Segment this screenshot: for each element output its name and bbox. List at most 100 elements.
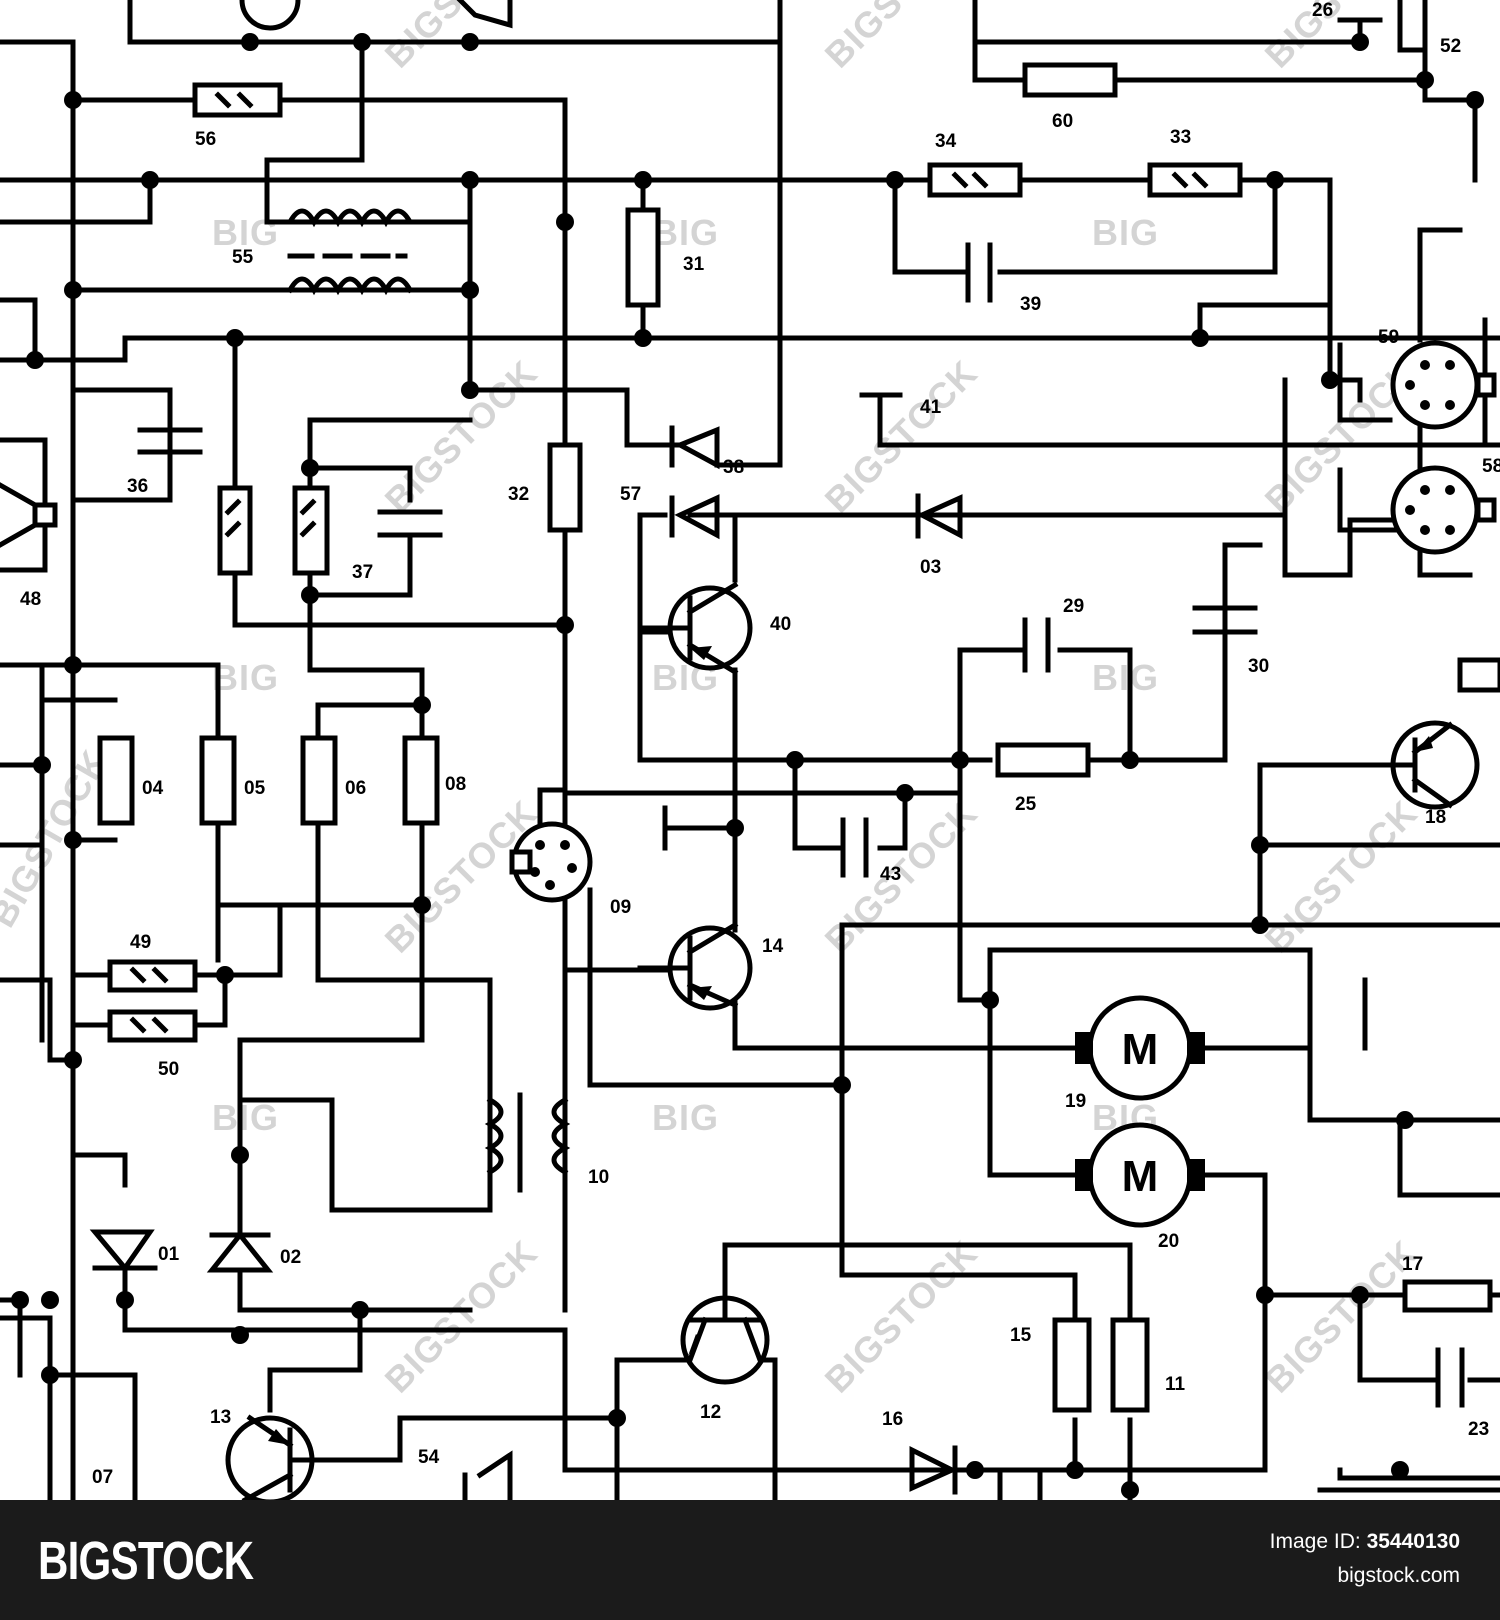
label-10: 10 <box>588 1167 609 1188</box>
label-29: 29 <box>1063 596 1084 617</box>
watermarks: BIG BIG BIG BIG BIG BIG BIG BIG BIG BIGS… <box>0 0 1425 1401</box>
label-57: 57 <box>620 484 641 505</box>
label-12: 12 <box>700 1402 721 1423</box>
watermark: BIG <box>1092 212 1159 253</box>
connector-58 <box>1390 465 1497 555</box>
transistor-14 <box>637 921 753 1011</box>
capacitor-43 <box>840 817 869 878</box>
label-60: 60 <box>1052 111 1073 132</box>
label-04: 04 <box>142 778 164 799</box>
diode-02 <box>206 1230 274 1273</box>
circuit-schematic: BIG BIG BIG BIG BIG BIG BIG BIG BIG BIGS… <box>0 0 1500 1500</box>
diode-57 <box>669 494 720 540</box>
resistor-15 <box>1052 1317 1092 1413</box>
resistor-25 <box>995 742 1091 778</box>
inductor-55 <box>264 208 423 296</box>
capacitor-29 <box>1022 617 1051 673</box>
label-30: 30 <box>1248 656 1269 677</box>
diode-16 <box>909 1445 958 1495</box>
resistor-31 <box>625 207 661 308</box>
label-50: 50 <box>158 1059 179 1080</box>
resistor-37 <box>292 485 330 576</box>
motor-20: M <box>1075 1122 1205 1228</box>
label-41: 41 <box>920 397 942 418</box>
resistor-vertical-arrow <box>217 485 253 576</box>
resistor-05 <box>199 735 237 826</box>
label-59: 59 <box>1378 327 1399 348</box>
label-38: 38 <box>723 457 744 478</box>
capacitor-36 <box>137 387 203 503</box>
label-23: 23 <box>1468 1419 1489 1440</box>
label-26: 26 <box>1312 0 1333 21</box>
label-06: 06 <box>345 778 366 799</box>
label-05: 05 <box>244 778 266 799</box>
label-43: 43 <box>880 864 901 885</box>
diode-01 <box>89 1229 158 1273</box>
motor-19: M <box>1075 995 1205 1101</box>
watermark: BIGSTOCK <box>377 0 546 76</box>
label-09: 09 <box>610 897 631 918</box>
label-56: 56 <box>195 129 216 150</box>
label-33: 33 <box>1170 127 1191 148</box>
watermark: BIGSTOCK <box>817 0 986 76</box>
connector-59 <box>1390 340 1497 430</box>
resistor-56 <box>192 82 283 118</box>
speaker-54 <box>462 1450 513 1500</box>
label-02: 02 <box>280 1247 301 1268</box>
label-01: 01 <box>158 1244 180 1265</box>
capacitor-30 <box>1192 605 1258 635</box>
footer-bar: BIGSTOCK Image ID: 35440130 bigstock.com <box>0 1500 1500 1620</box>
switch-41 <box>859 392 903 448</box>
label-07: 07 <box>92 1467 113 1488</box>
label-37: 37 <box>352 562 373 583</box>
resistor-60 <box>1022 62 1118 98</box>
label-16: 16 <box>882 1409 903 1430</box>
label-54: 54 <box>418 1447 440 1468</box>
motor-label: M <box>1122 1152 1159 1201</box>
label-55: 55 <box>232 247 254 268</box>
label-52: 52 <box>1440 36 1461 57</box>
capacitor-37b <box>377 509 443 538</box>
label-20: 20 <box>1158 1231 1179 1252</box>
watermark: BIG <box>212 1097 279 1138</box>
resistor-32 <box>547 442 583 533</box>
switch-contact <box>662 805 738 851</box>
site-url: bigstock.com <box>1337 1564 1460 1587</box>
capacitor-23 <box>1435 1347 1465 1408</box>
label-49: 49 <box>130 932 151 953</box>
image-id-label: Image ID: <box>1269 1530 1361 1553</box>
resistor-08 <box>402 735 440 826</box>
motor-label: M <box>1122 1025 1159 1074</box>
transistor-18 <box>1390 720 1480 810</box>
label-39: 39 <box>1020 294 1041 315</box>
resistor-50 <box>107 1009 198 1043</box>
resistor-17 <box>1402 1279 1493 1313</box>
resistor-04 <box>97 735 135 826</box>
component-labels: 01 02 03 04 05 06 07 08 09 10 11 12 13 1… <box>20 0 1500 1488</box>
image-id: Image ID: 35440130 <box>1270 1530 1460 1554</box>
label-48: 48 <box>20 589 41 610</box>
label-58: 58 <box>1482 456 1500 477</box>
resistor-49 <box>107 959 198 993</box>
label-19: 19 <box>1065 1091 1086 1112</box>
label-31: 31 <box>683 254 705 275</box>
transistor-40 <box>637 581 753 676</box>
resistor-33 <box>1147 162 1243 198</box>
label-03: 03 <box>920 557 941 578</box>
watermark: BIGSTOCK <box>1257 792 1426 961</box>
transistor-13 <box>225 1414 315 1500</box>
diode-38 <box>669 425 720 470</box>
label-13: 13 <box>210 1407 231 1428</box>
resistor-06 <box>300 735 338 826</box>
label-36: 36 <box>127 476 148 497</box>
resistor-11 <box>1110 1317 1150 1413</box>
watermark: BIGSTOCK <box>377 1232 546 1401</box>
component-top-circle <box>239 0 301 31</box>
junctions <box>11 33 1484 1499</box>
watermark: BIG <box>1092 657 1159 698</box>
diode-03 <box>915 493 963 540</box>
label-11: 11 <box>1165 1374 1186 1395</box>
image-id-value: 35440130 <box>1366 1530 1460 1553</box>
label-08: 08 <box>445 774 466 795</box>
